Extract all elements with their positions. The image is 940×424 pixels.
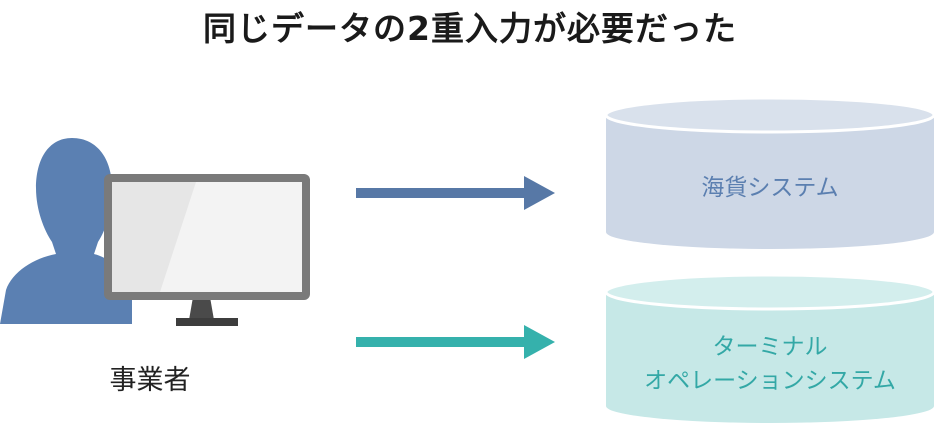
terminal-system-label-line2: オペレーションシステム bbox=[644, 368, 896, 394]
person-icon bbox=[0, 138, 132, 324]
terminal-system-label-line1: ターミナル bbox=[712, 334, 828, 360]
arrow-to-kaika bbox=[356, 176, 555, 210]
diagram-title: 同じデータの2重入力が必要だった bbox=[203, 9, 737, 48]
kaika-system-label: 海貨システム bbox=[701, 175, 839, 201]
terminal-system-label: ターミナル オペレーションシステム bbox=[606, 330, 934, 398]
arrow-to-terminal bbox=[356, 325, 555, 359]
actor-label: 事業者 bbox=[109, 365, 191, 396]
terminal-system-cylinder bbox=[604, 273, 936, 423]
monitor-icon bbox=[104, 174, 310, 326]
kaika-system-cylinder bbox=[604, 96, 936, 249]
